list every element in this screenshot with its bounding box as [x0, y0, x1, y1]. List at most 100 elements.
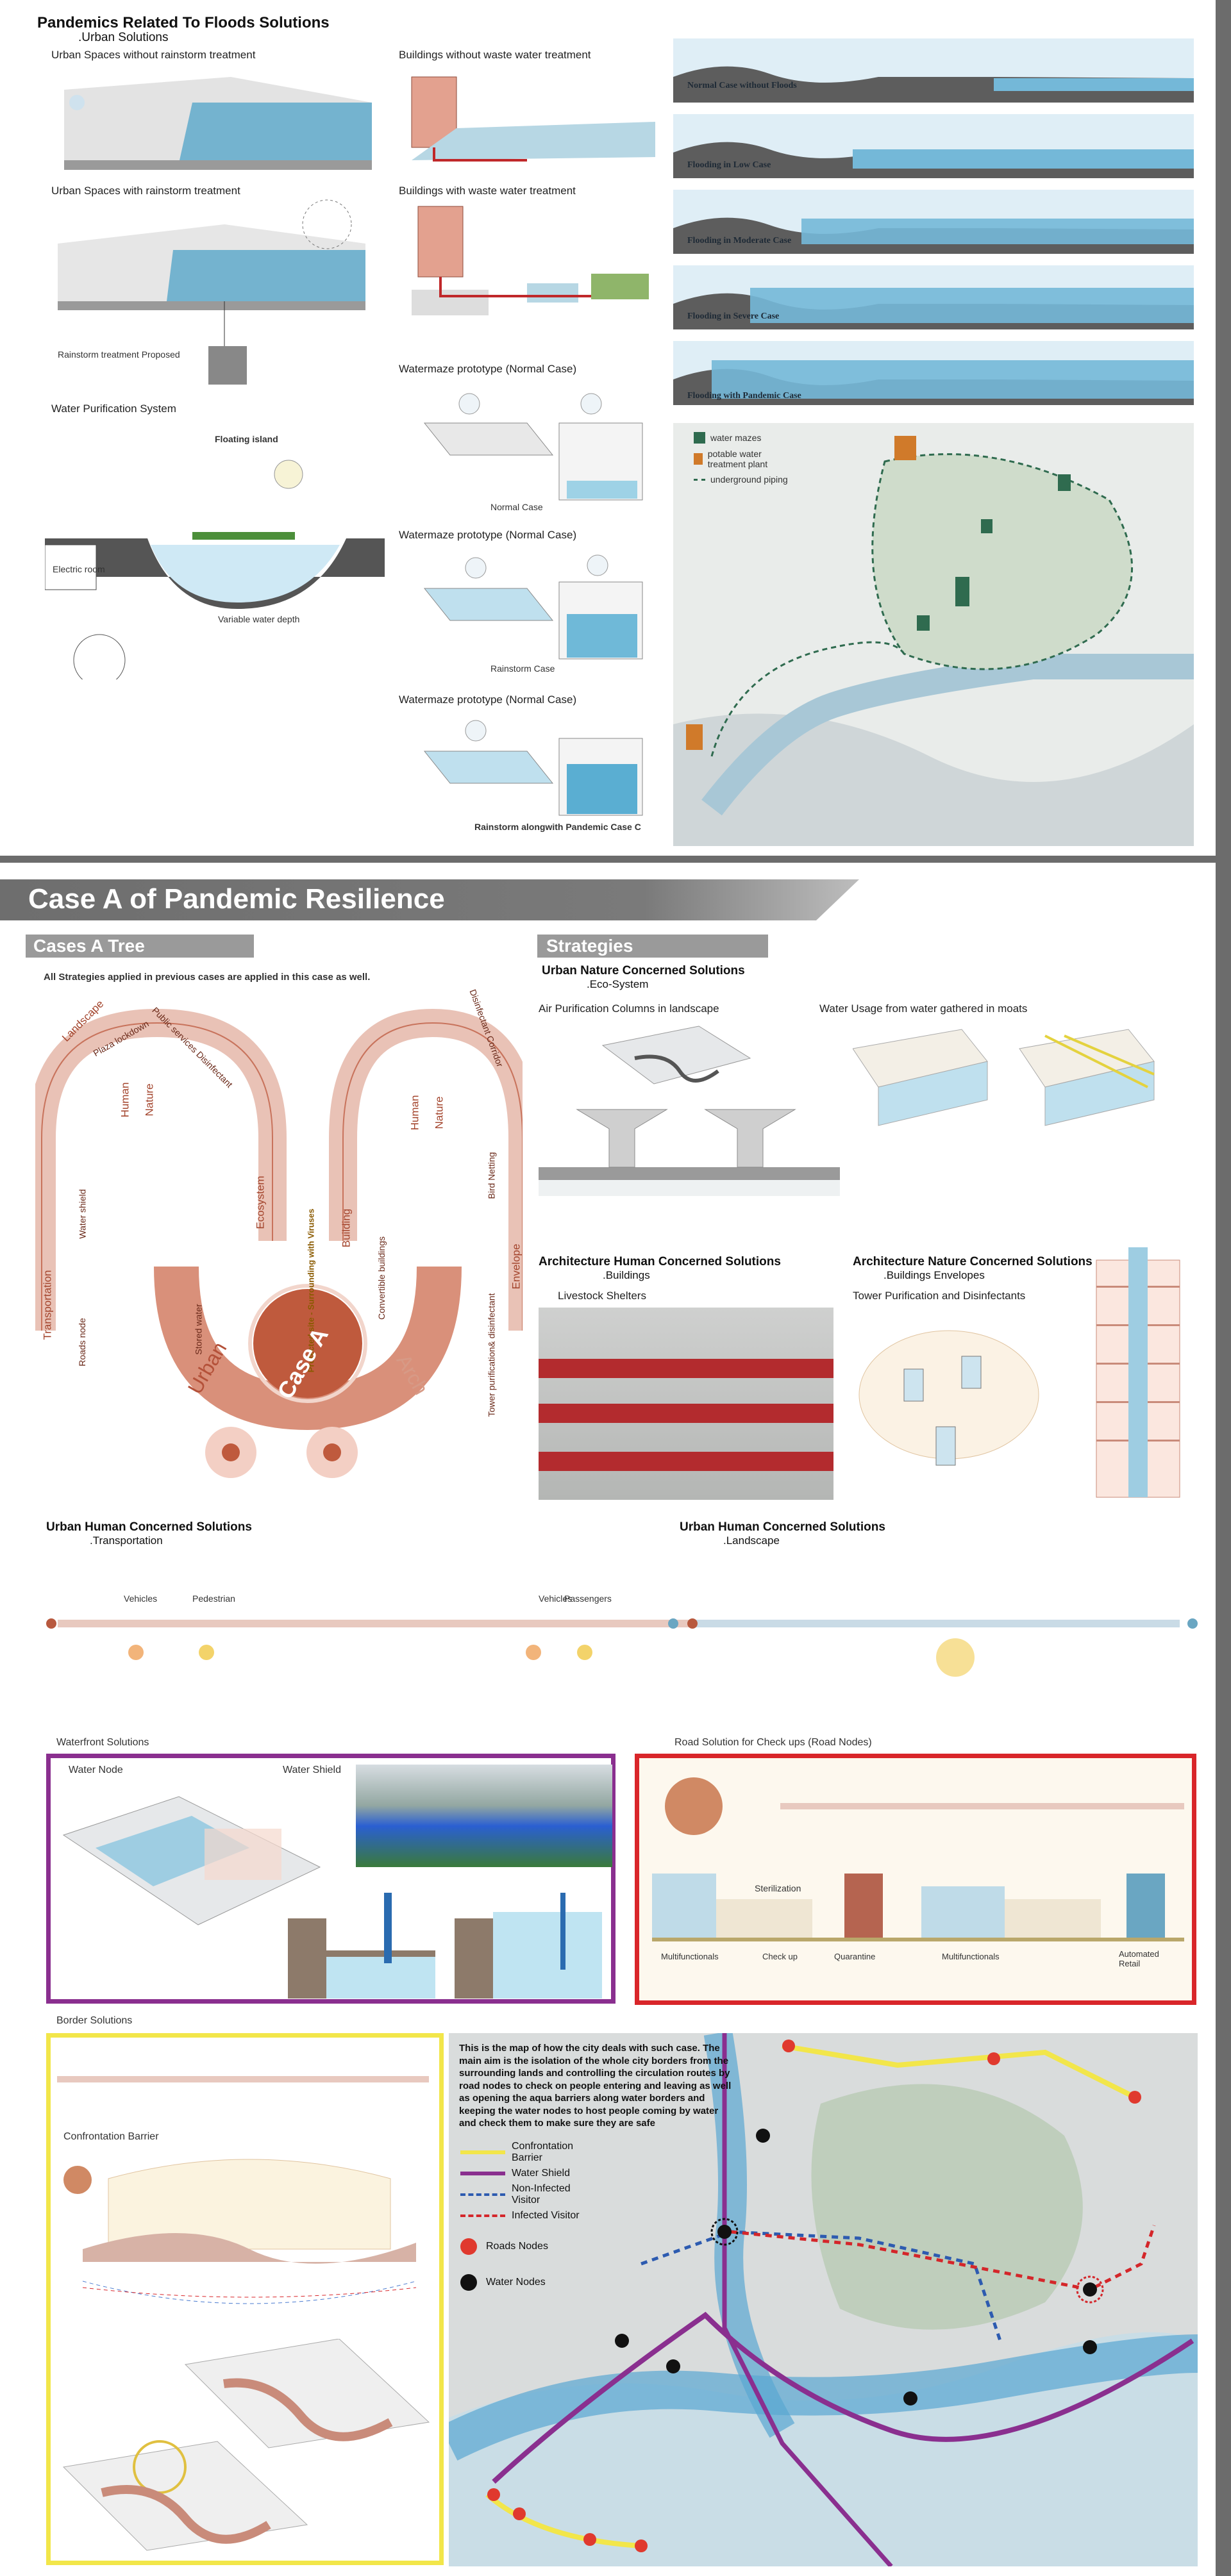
electric-room: Electric room	[53, 564, 105, 574]
road-node-icon	[460, 2238, 477, 2255]
case-tree-diagram	[35, 1008, 523, 1431]
landscape-title: Urban Human Concerned Solutions	[680, 1520, 885, 1534]
water-node-diagram	[62, 1796, 321, 1925]
floods-board: Pandemics Related To Floods Solutions .U…	[0, 0, 1216, 856]
watermaze3-caption: Rainstorm alongwith Pandemic Case C	[474, 822, 641, 832]
water-icon-glyph	[222, 1443, 240, 1461]
road-title: Road Solution for Check ups (Road Nodes)	[674, 1737, 872, 1748]
watermaze3-diagram	[423, 720, 643, 816]
livestock-label: Livestock Shelters	[558, 1290, 646, 1302]
border-axonometric	[62, 2339, 430, 2551]
tree-nature-1: Nature	[143, 1083, 156, 1117]
tree-ecosystem: Ecosystem	[254, 1176, 267, 1229]
pin-icon-glyph	[323, 1443, 341, 1461]
transport-icons-2	[507, 1638, 680, 1690]
section-4: Flooding with Pandemic Case	[673, 341, 1194, 405]
watermaze1-caption: Normal Case	[490, 502, 543, 512]
border-title: Border Solutions	[56, 2015, 133, 2026]
arch-human-title: Architecture Human Concerned Solutions	[539, 1255, 781, 1268]
transport-title: Urban Human Concerned Solutions	[46, 1520, 252, 1534]
tree-tab	[26, 935, 254, 958]
section-0: Normal Case without Floods	[673, 38, 1194, 103]
strategies-tab	[537, 935, 768, 958]
tree-stored-water: Stored water	[193, 1304, 204, 1355]
legend-item: Infected Visitor	[460, 2210, 614, 2222]
tree-water-shield: Water shield	[77, 1189, 88, 1239]
pedestrian-label: Pedestrian	[192, 1593, 235, 1604]
vehicles-label-1: Vehicles	[124, 1593, 158, 1604]
legend-item: Roads Nodes	[460, 2238, 614, 2255]
section-1: Flooding in Low Case	[673, 114, 1194, 178]
tree-bird-netting: Bird Netting	[486, 1152, 497, 1199]
sun-icon	[665, 1777, 723, 1835]
tree-note: All Strategies applied in previous cases…	[44, 972, 371, 983]
passengers-label: Passengers	[564, 1593, 612, 1604]
case-banner	[0, 879, 859, 920]
variable-depth: Variable water depth	[218, 614, 300, 624]
map-legend: water mazes potable water treatment plan…	[694, 432, 796, 485]
tree-roads-node: Roads node	[76, 1318, 87, 1367]
buildings-with-diagram	[412, 206, 649, 315]
city-map: This is the map of how the city deals wi…	[449, 2033, 1198, 2566]
car-icon	[526, 1645, 541, 1660]
watermaze2-diagram	[423, 554, 643, 660]
legend-item: Non-Infected Visitor	[460, 2183, 614, 2206]
urban-without-label: Urban Spaces without rainstorm treatment	[51, 49, 256, 61]
map-description: This is the map of how the city deals wi…	[459, 2043, 732, 2129]
air-columns-diagram	[539, 1026, 840, 1196]
watermaze3-label: Watermaze prototype (Normal Case)	[399, 694, 577, 706]
board-title: Pandemics Related To Floods Solutions	[37, 14, 330, 31]
section-2: Flooding in Moderate Case	[673, 190, 1194, 254]
border-box: Confrontation Barrier	[46, 2033, 444, 2565]
site-map: water mazes potable water treatment plan…	[673, 423, 1194, 846]
strategies-title: Strategies	[546, 936, 633, 956]
legend-swatch	[694, 478, 705, 481]
road-timeline	[780, 1803, 1184, 1809]
case-a-board: Case A of Pandemic Resilience Cases A Tr…	[0, 863, 1216, 2576]
water-shield-label: Water Shield	[283, 1765, 341, 1775]
water-purification-label: Water Purification System	[51, 403, 176, 415]
road-box: Sterilization Multifunctionals Check up …	[635, 1754, 1196, 2005]
watermaze1-diagram	[423, 393, 643, 501]
barrier-label: Confrontation Barrier	[63, 2131, 159, 2142]
waterfront-box: Water Node Water Shield	[46, 1754, 616, 2004]
person-icon	[199, 1645, 214, 1660]
multifunctionals-2: Multifunctionals	[942, 1952, 1000, 1961]
buildings-with-label: Buildings with waste water treatment	[399, 185, 576, 197]
border-timeline	[57, 2076, 429, 2082]
water-node-icon	[460, 2274, 477, 2291]
legend-swatch	[460, 2215, 505, 2217]
legend-item: water mazes	[694, 432, 796, 444]
section-3: Flooding in Severe Case	[673, 265, 1194, 329]
tower-sketch	[858, 1330, 1039, 1466]
transport-sub: .Transportation	[90, 1534, 163, 1547]
buildings-without-diagram	[411, 76, 655, 162]
tree-tower: Tower purification& disinfectant	[486, 1293, 497, 1417]
legend-swatch	[694, 432, 705, 444]
rainstorm-proposed: Rainstorm treatment Proposed	[58, 349, 180, 360]
arch-human-sub: .Buildings	[603, 1269, 650, 1281]
legend-swatch	[460, 2172, 505, 2175]
watermaze2-label: Watermaze prototype (Normal Case)	[399, 529, 577, 541]
arch-nature-title: Architecture Nature Concerned Solutions	[853, 1255, 1093, 1268]
arch-nature-sub: .Buildings Envelopes	[883, 1269, 985, 1281]
tree-human-1: Human	[119, 1082, 131, 1118]
landscape-node-icon	[936, 1638, 975, 1677]
floating-island: Floating island	[215, 434, 278, 444]
transport-icons-1	[115, 1638, 289, 1690]
sterilization-label: Sterilization	[755, 1883, 801, 1893]
air-label: Air Purification Columns in landscape	[539, 1002, 719, 1015]
checkup-label: Check up	[762, 1952, 798, 1961]
automated-retail-label: Automated Retail	[1119, 1949, 1159, 1968]
buildings-without-label: Buildings without waste water treatment	[399, 49, 591, 61]
tree-nature-2: Nature	[433, 1096, 446, 1129]
watermaze2-caption: Rainstorm Case	[490, 663, 555, 674]
tree-title: Cases A Tree	[33, 936, 145, 956]
legend-swatch	[460, 2193, 505, 2196]
watermaze1-label: Watermaze prototype (Normal Case)	[399, 363, 577, 375]
legend-item: Water Shield	[460, 2168, 614, 2179]
legend-swatch	[694, 453, 703, 465]
legend-swatch	[460, 2150, 505, 2154]
city-map-drawing	[449, 2033, 1198, 2566]
road-section	[652, 1874, 1184, 1941]
